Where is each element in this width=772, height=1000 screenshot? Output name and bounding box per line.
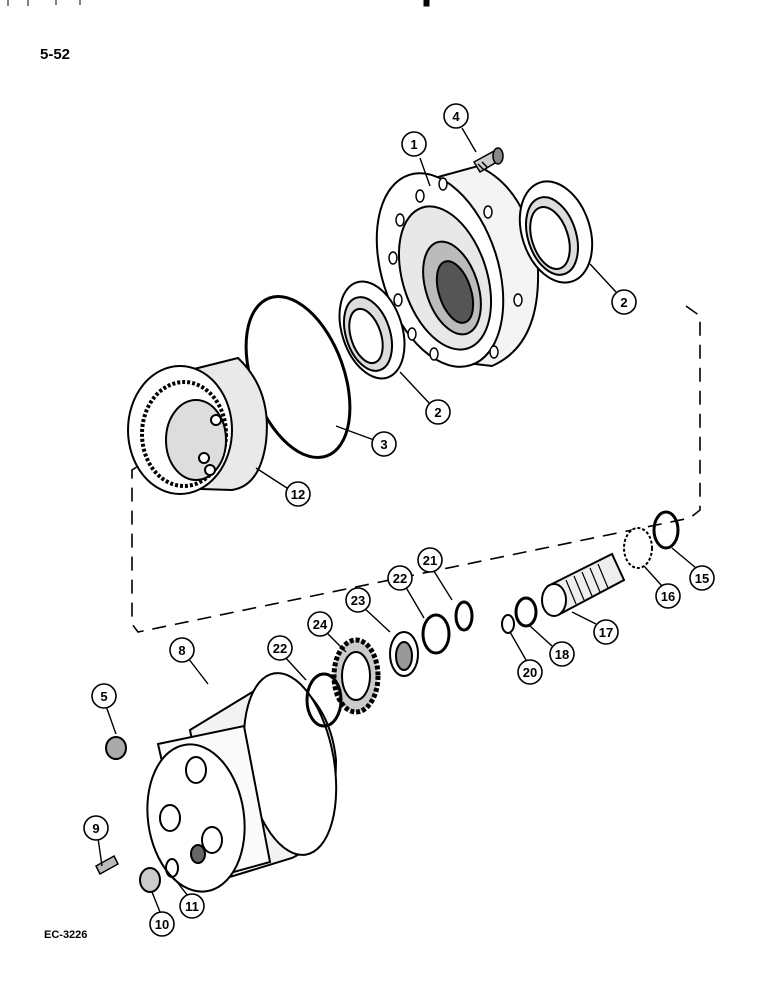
callout-8: 8 xyxy=(169,637,195,663)
svg-text:2: 2 xyxy=(620,295,627,310)
bearing-center-part xyxy=(338,280,406,380)
callout-22-lower: 22 xyxy=(267,635,293,661)
svg-text:11: 11 xyxy=(185,899,199,914)
page-number: 5-52 xyxy=(40,46,71,63)
plug-part xyxy=(139,867,161,893)
callout-1: 1 xyxy=(401,131,427,157)
callout-12: 12 xyxy=(285,481,311,507)
callout-24: 24 xyxy=(307,611,333,637)
assembly-dashed-line xyxy=(131,305,701,633)
leader-lines xyxy=(97,127,697,913)
bearing-right-part xyxy=(518,180,594,284)
svg-text:20: 20 xyxy=(523,665,537,680)
hub-part xyxy=(375,164,540,368)
svg-text:16: 16 xyxy=(661,589,675,604)
lock-washer-part xyxy=(501,614,515,634)
svg-text:21: 21 xyxy=(423,553,437,568)
stud-part xyxy=(472,147,504,174)
callout-3: 3 xyxy=(371,431,397,457)
svg-text:10: 10 xyxy=(155,917,169,932)
svg-text:23: 23 xyxy=(351,593,365,608)
seal-ring-part xyxy=(165,858,179,878)
callout-4: 4 xyxy=(443,103,469,129)
lock-plate-part xyxy=(623,527,653,569)
snap-ring-part xyxy=(454,600,474,632)
svg-text:22: 22 xyxy=(273,641,287,656)
svg-text:4: 4 xyxy=(452,109,460,124)
svg-text:18: 18 xyxy=(555,647,569,662)
svg-text:24: 24 xyxy=(313,617,328,632)
washer-lower-part xyxy=(305,672,343,728)
housing-part xyxy=(146,672,338,893)
callout-9: 9 xyxy=(83,815,109,841)
callout-17: 17 xyxy=(593,619,619,645)
svg-text:12: 12 xyxy=(291,487,305,502)
retaining-ring-part xyxy=(514,596,538,628)
svg-text:9: 9 xyxy=(92,821,99,836)
bearing-small-part xyxy=(389,631,419,677)
figure-code: EC-3226 xyxy=(44,929,88,941)
callout-22-upper: 22 xyxy=(387,565,413,591)
callout-23: 23 xyxy=(345,587,371,613)
callout-10: 10 xyxy=(149,911,175,937)
ring-gear-part xyxy=(127,356,268,495)
svg-text:1: 1 xyxy=(410,137,417,152)
callout-2-right: 2 xyxy=(611,289,637,315)
svg-text:2: 2 xyxy=(434,405,441,420)
svg-text:17: 17 xyxy=(599,625,613,640)
nut-part xyxy=(105,736,127,760)
washer-upper-part xyxy=(421,613,451,655)
callout-21: 21 xyxy=(417,547,443,573)
callout-16: 16 xyxy=(655,583,681,609)
svg-text:5: 5 xyxy=(100,689,107,704)
callout-2-center: 2 xyxy=(425,399,451,425)
svg-text:8: 8 xyxy=(178,643,185,658)
svg-text:15: 15 xyxy=(695,571,709,586)
bolt-part xyxy=(95,854,119,876)
callout-5: 5 xyxy=(91,683,117,709)
callout-11: 11 xyxy=(179,893,205,919)
gear-part xyxy=(331,637,381,715)
callout-18: 18 xyxy=(549,641,575,667)
svg-text:3: 3 xyxy=(380,437,387,452)
callouts: 1 4 2 2 3 12 21 22 23 24 22 8 5 9 10 11 … xyxy=(83,103,715,937)
callout-15: 15 xyxy=(689,565,715,591)
shaft-part xyxy=(541,552,626,617)
scan-marks xyxy=(7,0,430,7)
thrust-washer-part xyxy=(652,510,680,550)
svg-text:22: 22 xyxy=(393,571,407,586)
callout-20: 20 xyxy=(517,659,543,685)
